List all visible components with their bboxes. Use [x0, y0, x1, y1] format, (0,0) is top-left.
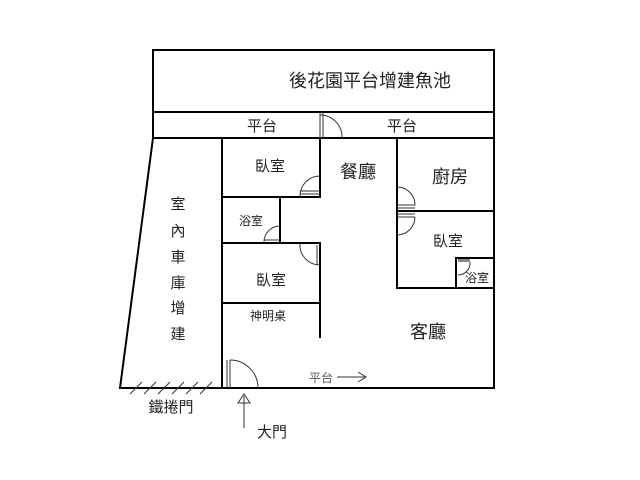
label-garden: 後花園平台增建魚池	[289, 71, 451, 92]
svg-text:增: 增	[170, 299, 185, 317]
bedroom-2-wall	[222, 242, 321, 338]
door-main[interactable]	[226, 359, 259, 389]
svg-text:內: 內	[170, 222, 185, 240]
label-rolling-door: 鐵捲門	[148, 398, 193, 416]
svg-text:車: 車	[170, 248, 185, 266]
label-bathroom-1: 浴室	[239, 213, 263, 228]
door-bathroom-1[interactable]	[263, 225, 281, 243]
main-door-arrow	[237, 393, 251, 428]
label-platform-left: 平台	[247, 117, 277, 135]
rolling-door-hatch[interactable]	[129, 381, 213, 395]
door-bedroom-1[interactable]	[299, 175, 321, 197]
label-dining: 餐廳	[340, 162, 376, 183]
main-outline	[118, 137, 495, 389]
bedroom-1-wall	[222, 138, 321, 198]
kitchen-bedroom-wall	[396, 138, 494, 289]
doors	[226, 112, 471, 389]
label-platform-arrow: 平台	[309, 370, 333, 385]
label-bathroom-2: 浴室	[465, 270, 489, 285]
label-main-door: 大門	[257, 423, 287, 441]
svg-text:建: 建	[170, 325, 185, 343]
door-bedroom-3[interactable]	[396, 213, 416, 236]
label-platform-right: 平台	[387, 117, 417, 135]
label-bedroom-2: 臥室	[256, 271, 286, 289]
label-garage: 室 內 車 庫 增 建	[170, 195, 185, 343]
door-kitchen[interactable]	[396, 186, 416, 209]
bathroom-2-wall	[455, 257, 494, 288]
door-bedroom-2[interactable]	[299, 243, 321, 266]
platform-arrow	[337, 371, 367, 383]
label-living: 客廳	[410, 322, 446, 343]
label-bedroom-1: 臥室	[255, 157, 285, 175]
svg-text:室: 室	[170, 195, 185, 213]
door-bathroom-2[interactable]	[457, 259, 471, 276]
door-platform[interactable]	[319, 112, 343, 139]
svg-text:庫: 庫	[170, 274, 185, 292]
label-bedroom-3: 臥室	[433, 232, 463, 250]
label-kitchen: 廚房	[432, 166, 468, 188]
label-altar: 神明桌	[250, 309, 286, 323]
